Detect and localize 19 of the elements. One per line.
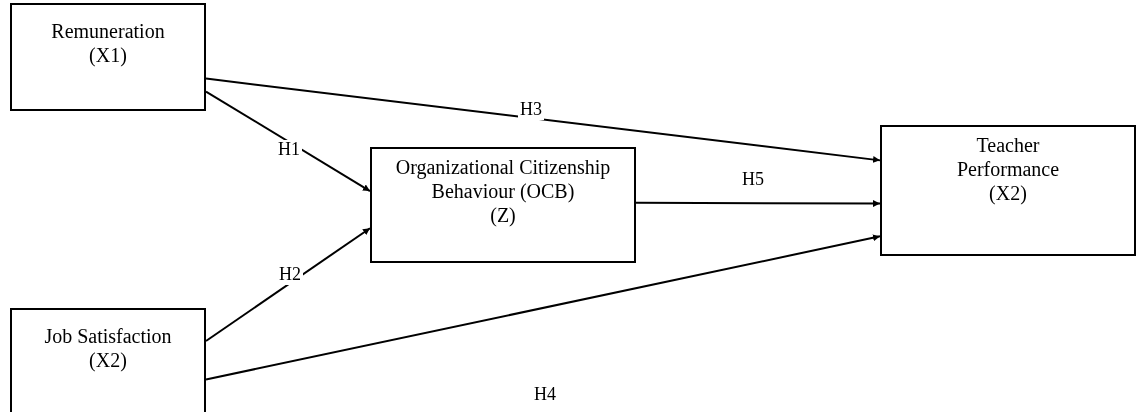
- variable-code: (X2): [89, 348, 127, 372]
- arrow: [205, 77, 881, 163]
- arrow: [205, 227, 371, 342]
- variable-box: [880, 125, 1136, 256]
- variable-code: (Z): [490, 203, 516, 227]
- variable-code: (X1): [89, 43, 127, 67]
- variable-name: Organizational Citizenship Behaviour (OCB): [394, 155, 612, 203]
- edge-label: H2: [277, 265, 303, 285]
- arrow: [635, 200, 881, 208]
- variable-name: Teacher Performance: [955, 133, 1061, 181]
- variable-box: [10, 3, 206, 111]
- variable-name: Job Satisfaction: [44, 324, 172, 348]
- arrow: [205, 234, 881, 381]
- variable-name: Remuneration: [51, 19, 165, 43]
- edge-label: H3: [518, 100, 544, 120]
- variable-code: (X2): [989, 181, 1027, 205]
- variable-box: [10, 308, 206, 412]
- variable-box: [370, 147, 636, 263]
- arrow: [205, 90, 371, 193]
